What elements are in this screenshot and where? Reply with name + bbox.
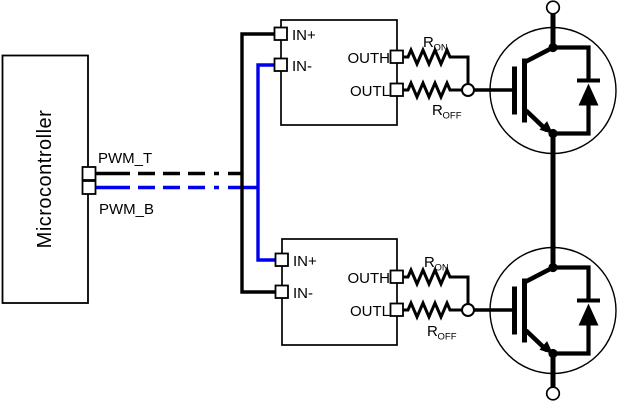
pwm-t-bus-wire <box>240 32 277 294</box>
diode-top-icon <box>578 83 599 106</box>
driver-bottom-outl-label: OUTL <box>350 303 390 320</box>
diode-bottom-stems <box>553 265 591 356</box>
diode-bottom-icon <box>578 303 599 326</box>
pwm-wires <box>96 32 277 294</box>
driver-top-outh-pin <box>389 49 404 64</box>
roff-top-sub: OFF <box>443 111 462 122</box>
igbt-bottom-collector-lead <box>524 265 555 284</box>
pwm-b-bus-wire <box>256 63 277 262</box>
gate-node-bottom <box>461 303 475 317</box>
driver-bottom-in-plus-label: IN+ <box>293 253 317 270</box>
diode-top-stems <box>553 45 591 136</box>
igbt-top <box>489 26 617 155</box>
microcontroller-label: Microcontroller <box>34 110 56 249</box>
resistor-roff-top <box>403 79 463 101</box>
driver-top-in-plus-label: IN+ <box>292 27 316 44</box>
driver-bottom-outh-pin <box>389 269 404 284</box>
driver-top-outh-label: OUTH <box>348 50 391 67</box>
roff-bottom-label: R <box>427 323 438 340</box>
junction-dot-top-emitter <box>548 128 558 139</box>
junction-dot-bottom-collector <box>548 262 558 273</box>
driver-bottom-outl-pin <box>389 302 404 317</box>
resistor-ron-bottom <box>403 266 470 310</box>
igbt-top-collector-lead <box>524 45 555 64</box>
gate-driver-bottom: IN+ IN- OUTH OUTL R ON R OFF <box>274 238 513 346</box>
junction-dot-bottom-emitter <box>548 348 558 359</box>
microcontroller-box <box>1 54 89 304</box>
pwm-b-label: PWM_B <box>99 201 154 218</box>
roff-top-label: R <box>432 102 443 119</box>
driver-bottom-in-plus-pin <box>274 252 289 267</box>
driver-bottom-box <box>281 238 398 346</box>
igbt-bottom-circle <box>489 246 617 375</box>
terminal-bottom-circle <box>545 386 561 401</box>
junction-dot-top-collector <box>548 42 558 53</box>
terminal-top-circle <box>545 0 561 15</box>
driver-bottom-in-minus-pin <box>274 284 289 299</box>
igbt-top-circle <box>489 26 617 155</box>
ron-top-sub: ON <box>434 43 448 54</box>
driver-top-in-minus-label: IN- <box>292 58 312 75</box>
driver-bottom-in-minus-label: IN- <box>293 285 313 302</box>
driver-top-in-plus-pin <box>273 26 288 41</box>
driver-top-box <box>280 19 398 126</box>
microcontroller-block: Microcontroller <box>1 54 89 304</box>
igbt-bottom <box>489 246 617 375</box>
driver-bottom-outh-label: OUTH <box>348 270 391 287</box>
ron-bottom-label: R <box>424 254 435 271</box>
pwm-b-pin <box>81 180 97 195</box>
driver-top-outl-pin <box>389 82 404 97</box>
driver-top-in-minus-pin <box>273 57 288 72</box>
pwm-t-label: PWM_T <box>98 150 152 167</box>
resistor-roff-bottom <box>403 299 463 321</box>
microcontroller-pins: PWM_T PWM_B <box>81 150 154 218</box>
gate-node-top <box>461 83 475 97</box>
ron-top-label: R <box>423 34 434 51</box>
ron-bottom-sub: ON <box>435 263 449 274</box>
pwm-t-pin <box>81 166 97 181</box>
gate-driver-top: IN+ IN- OUTH OUTL R ON R OFF <box>273 19 513 126</box>
driver-top-outl-label: OUTL <box>350 83 390 100</box>
roff-bottom-sub: OFF <box>438 332 457 343</box>
resistor-ron-top <box>403 46 470 90</box>
